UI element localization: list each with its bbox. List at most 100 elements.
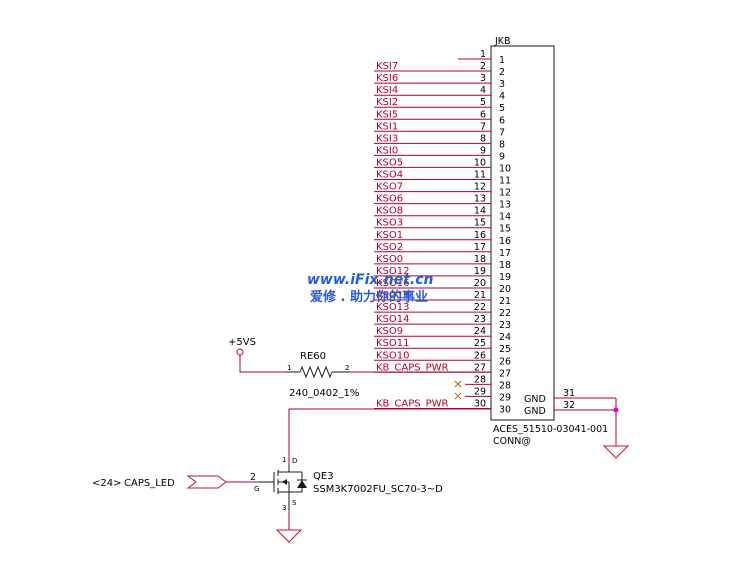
resistor-pin2: 2	[345, 364, 349, 372]
mosfet-gate-pin: 2	[250, 472, 256, 483]
net-label: KSO0	[376, 254, 403, 265]
net-label: KSI2	[376, 97, 398, 108]
pin-inner-label: 27	[499, 368, 511, 379]
pin-inner-label: 30	[499, 405, 511, 416]
net-label: KSO4	[376, 170, 403, 181]
pin-number: 20	[474, 278, 486, 289]
pin-inner-label: 1	[499, 55, 505, 66]
gnd-pin-31-label: GND	[524, 394, 546, 405]
pin-number: 24	[474, 326, 486, 337]
pin-number: 19	[474, 266, 486, 277]
pin-number: 27	[474, 362, 486, 373]
net-label: KSO11	[376, 338, 410, 349]
pin-inner-label: 24	[499, 332, 511, 343]
no-connect-pin-28	[454, 380, 462, 388]
pin-number: 28	[474, 374, 486, 385]
gnd-pin-31-number: 31	[563, 388, 575, 399]
pin-number: 11	[474, 170, 486, 181]
mosfet-drain-letter: D	[292, 457, 297, 465]
pin-inner-label: 15	[499, 224, 511, 235]
ground-symbol	[602, 445, 630, 459]
pin-number: 15	[474, 218, 486, 229]
gnd-pin-32-label: GND	[524, 406, 546, 417]
net-label: KSI4	[376, 85, 398, 96]
mosfet-drain-pin: 1	[282, 456, 286, 464]
mosfet-body-diode	[297, 480, 307, 488]
connector-pin-20: 20 20 KSO16	[374, 278, 511, 295]
net-label: KSO5	[376, 157, 403, 168]
pin-inner-label: 14	[499, 212, 511, 223]
pin-number: 30	[474, 399, 486, 410]
net-label: KSI1	[376, 121, 398, 132]
net-label: KSI5	[376, 109, 398, 120]
pin-number: 6	[480, 109, 486, 120]
pin-inner-label: 8	[499, 139, 505, 150]
pin-inner-label: 2	[499, 67, 505, 78]
pin-number: 17	[474, 242, 486, 253]
net-label: KSO3	[376, 218, 403, 229]
mosfet-ground-symbol	[275, 529, 303, 543]
pin-inner-label: 10	[499, 163, 511, 174]
connector-pin-15: 15 15 KSO3	[374, 218, 511, 235]
pin-inner-label: 20	[499, 284, 511, 295]
pin-inner-label: 19	[499, 272, 511, 283]
pin-number: 29	[474, 386, 486, 397]
pin-inner-label: 5	[499, 103, 505, 114]
pin-number: 2	[480, 61, 486, 72]
resistor-ref: RE60	[300, 351, 326, 362]
caps-pwr-drain-wire	[288, 408, 491, 465]
pin-number: 9	[480, 145, 486, 156]
net-label: KSI7	[376, 61, 398, 72]
pin-number: 7	[480, 121, 486, 132]
mosfet-source-letter: S	[292, 499, 297, 507]
pin-number: 13	[474, 194, 486, 205]
resistor-value: 240_0402_1%	[289, 388, 359, 399]
pin-number: 21	[474, 290, 486, 301]
gnd-pin-32-number: 32	[563, 400, 575, 411]
pin-number: 10	[474, 157, 486, 168]
pin-number: 26	[474, 350, 486, 361]
pin-inner-label: 9	[499, 151, 505, 162]
resistor-pin1: 1	[287, 364, 291, 372]
no-connect-pin-29	[454, 392, 462, 400]
pin-inner-label: 25	[499, 344, 511, 355]
caps-led-net: CAPS_LED	[124, 478, 175, 489]
connector-ref: JKB	[494, 36, 511, 47]
pin-inner-label: 26	[499, 356, 511, 367]
pin-number: 4	[480, 85, 486, 96]
net-label: KSI3	[376, 133, 398, 144]
connector-pins: 1122KSI733KSI644KSI455KSI266KSI577KSI188…	[374, 49, 511, 416]
pin-inner-label: 12	[499, 188, 511, 199]
net-label: KSO16	[376, 278, 410, 289]
pin-inner-label: 3	[499, 79, 505, 90]
connector-pin-6: 6 6 KSI5	[374, 109, 505, 126]
net-label: KSO2	[376, 242, 403, 253]
pin-inner-label: 4	[499, 91, 505, 102]
power-rail-label: +5VS	[228, 337, 256, 348]
power-port-symbol	[236, 348, 244, 356]
power-wire	[239, 355, 286, 373]
net-label: KSO1	[376, 230, 403, 241]
net-label: KB_CAPS_PWR	[376, 362, 449, 373]
net-label: KSO13	[376, 302, 410, 313]
connector-pin-11: 11 11 KSO4	[374, 170, 511, 187]
pin-inner-label: 6	[499, 115, 505, 126]
pin-number: 16	[474, 230, 486, 241]
pin-inner-label: 23	[499, 320, 511, 331]
pin-inner-label: 11	[499, 176, 511, 187]
